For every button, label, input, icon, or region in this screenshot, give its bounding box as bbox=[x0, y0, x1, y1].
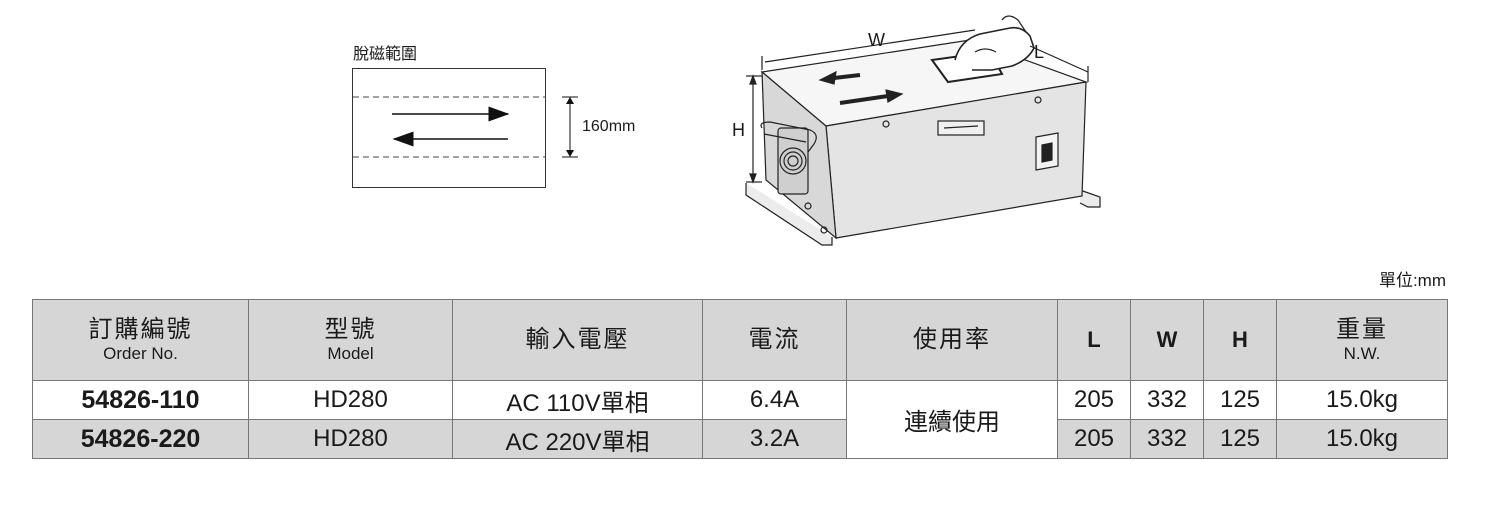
header-current: 電流 bbox=[702, 299, 847, 381]
w-cell: 332 bbox=[1130, 380, 1204, 420]
header-voltage: 輸入電壓 bbox=[452, 299, 703, 381]
model-cell: HD280 bbox=[248, 419, 453, 459]
order-no-cell: 54826-110 bbox=[32, 380, 249, 420]
range-box bbox=[352, 68, 546, 188]
current-cell: 3.2A bbox=[702, 419, 847, 459]
header-usage-rate: 使用率 bbox=[846, 299, 1058, 381]
voltage-cell: AC 220V單相 bbox=[452, 419, 703, 459]
demagnetizer-illustration: W L H bbox=[732, 15, 1101, 246]
table-row: 54826-110 HD280 AC 110V單相 6.4A 連續使用 205 … bbox=[32, 380, 1448, 459]
l-cell: 205 bbox=[1057, 419, 1131, 459]
w-dimension-label: W bbox=[868, 30, 885, 50]
range-dimension: 160mm bbox=[582, 118, 636, 135]
voltage-cell: AC 110V單相 bbox=[452, 380, 703, 420]
h-cell: 125 bbox=[1203, 419, 1277, 459]
h-cell: 125 bbox=[1203, 380, 1277, 420]
model-cell: HD280 bbox=[248, 380, 453, 420]
weight-cell: 15.0kg bbox=[1276, 380, 1448, 420]
l-cell: 205 bbox=[1057, 380, 1131, 420]
range-diagram bbox=[353, 96, 578, 158]
range-title: 脫磁範圍 bbox=[353, 46, 418, 63]
unit-label: 單位:mm bbox=[1378, 271, 1446, 290]
weight-cell: 15.0kg bbox=[1276, 419, 1448, 459]
header-h: H bbox=[1203, 299, 1277, 381]
w-cell: 332 bbox=[1130, 419, 1204, 459]
table-row: 54826-220 HD280 AC 220V單相 3.2A 205 332 1… bbox=[32, 419, 1448, 459]
usage-rate-cell: 連續使用 bbox=[846, 380, 1058, 459]
order-no-cell: 54826-220 bbox=[32, 419, 249, 459]
header-w: W bbox=[1130, 299, 1204, 381]
l-dimension-label: L bbox=[1034, 42, 1044, 62]
h-dimension-label: H bbox=[732, 120, 745, 140]
header-l: L bbox=[1057, 299, 1131, 381]
current-cell: 6.4A bbox=[702, 380, 847, 420]
